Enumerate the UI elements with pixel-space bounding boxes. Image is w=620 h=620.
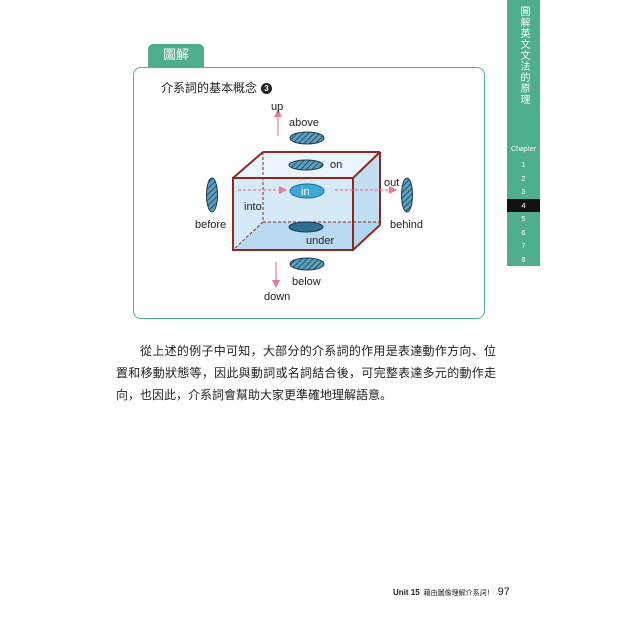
label-in: in (301, 186, 310, 198)
label-before: before (195, 219, 226, 231)
chapter-list: 1 2 3 4 5 6 7 8 (507, 158, 540, 266)
box-floor (233, 222, 380, 250)
label-above: above (289, 117, 319, 129)
figure-title-text: 介系詞的基本概念 (161, 81, 258, 95)
chapter-item-8[interactable]: 8 (521, 254, 526, 264)
under-ellipse (288, 221, 324, 233)
box-edges (232, 151, 381, 251)
label-up: up (271, 101, 283, 113)
label-behind: behind (390, 219, 423, 231)
below-ellipse (289, 257, 325, 271)
figure-box (133, 67, 485, 319)
footer-subtitle: 藉由圖像理解介系詞！ (423, 589, 494, 597)
book-title-vertical: 圖解英文文法的原理 (518, 6, 529, 105)
on-ellipse (288, 159, 324, 171)
body-paragraph: 從上述的例子中可知，大部分的介系詞的作用是表達動作方向、位置和移動狀態等，因此與… (116, 344, 496, 402)
chapter-item-4[interactable]: 4 (507, 198, 540, 212)
label-under: under (306, 235, 334, 247)
label-into: into (244, 201, 262, 213)
label-out: out (384, 177, 399, 189)
chapter-item-1[interactable]: 1 (521, 160, 526, 169)
chapter-item-6[interactable]: 6 (521, 227, 526, 237)
above-ellipse (289, 131, 325, 145)
footer-unit: Unit 15 (393, 588, 420, 597)
label-on: on (330, 159, 342, 171)
chapter-item-3[interactable]: 3 (521, 187, 526, 196)
chapter-side-tab: 圖解英文文法的原理 Chapter 1 2 3 4 5 6 7 8 (507, 0, 540, 266)
chapter-item-7[interactable]: 7 (521, 241, 526, 250)
in-ellipse (289, 183, 325, 199)
chapter-item-2[interactable]: 2 (521, 173, 526, 183)
label-below: below (292, 276, 321, 288)
figure-number-badge: 3 (261, 83, 273, 94)
figure-tag: 圖解 (148, 44, 204, 68)
chapter-item-5[interactable]: 5 (521, 214, 526, 223)
before-ellipse (206, 177, 218, 213)
label-down: down (264, 291, 290, 303)
chapter-label: Chapter (511, 146, 536, 153)
box-hidden-edge (232, 221, 264, 251)
page-number: 97 (497, 586, 510, 598)
behind-ellipse (401, 177, 413, 213)
